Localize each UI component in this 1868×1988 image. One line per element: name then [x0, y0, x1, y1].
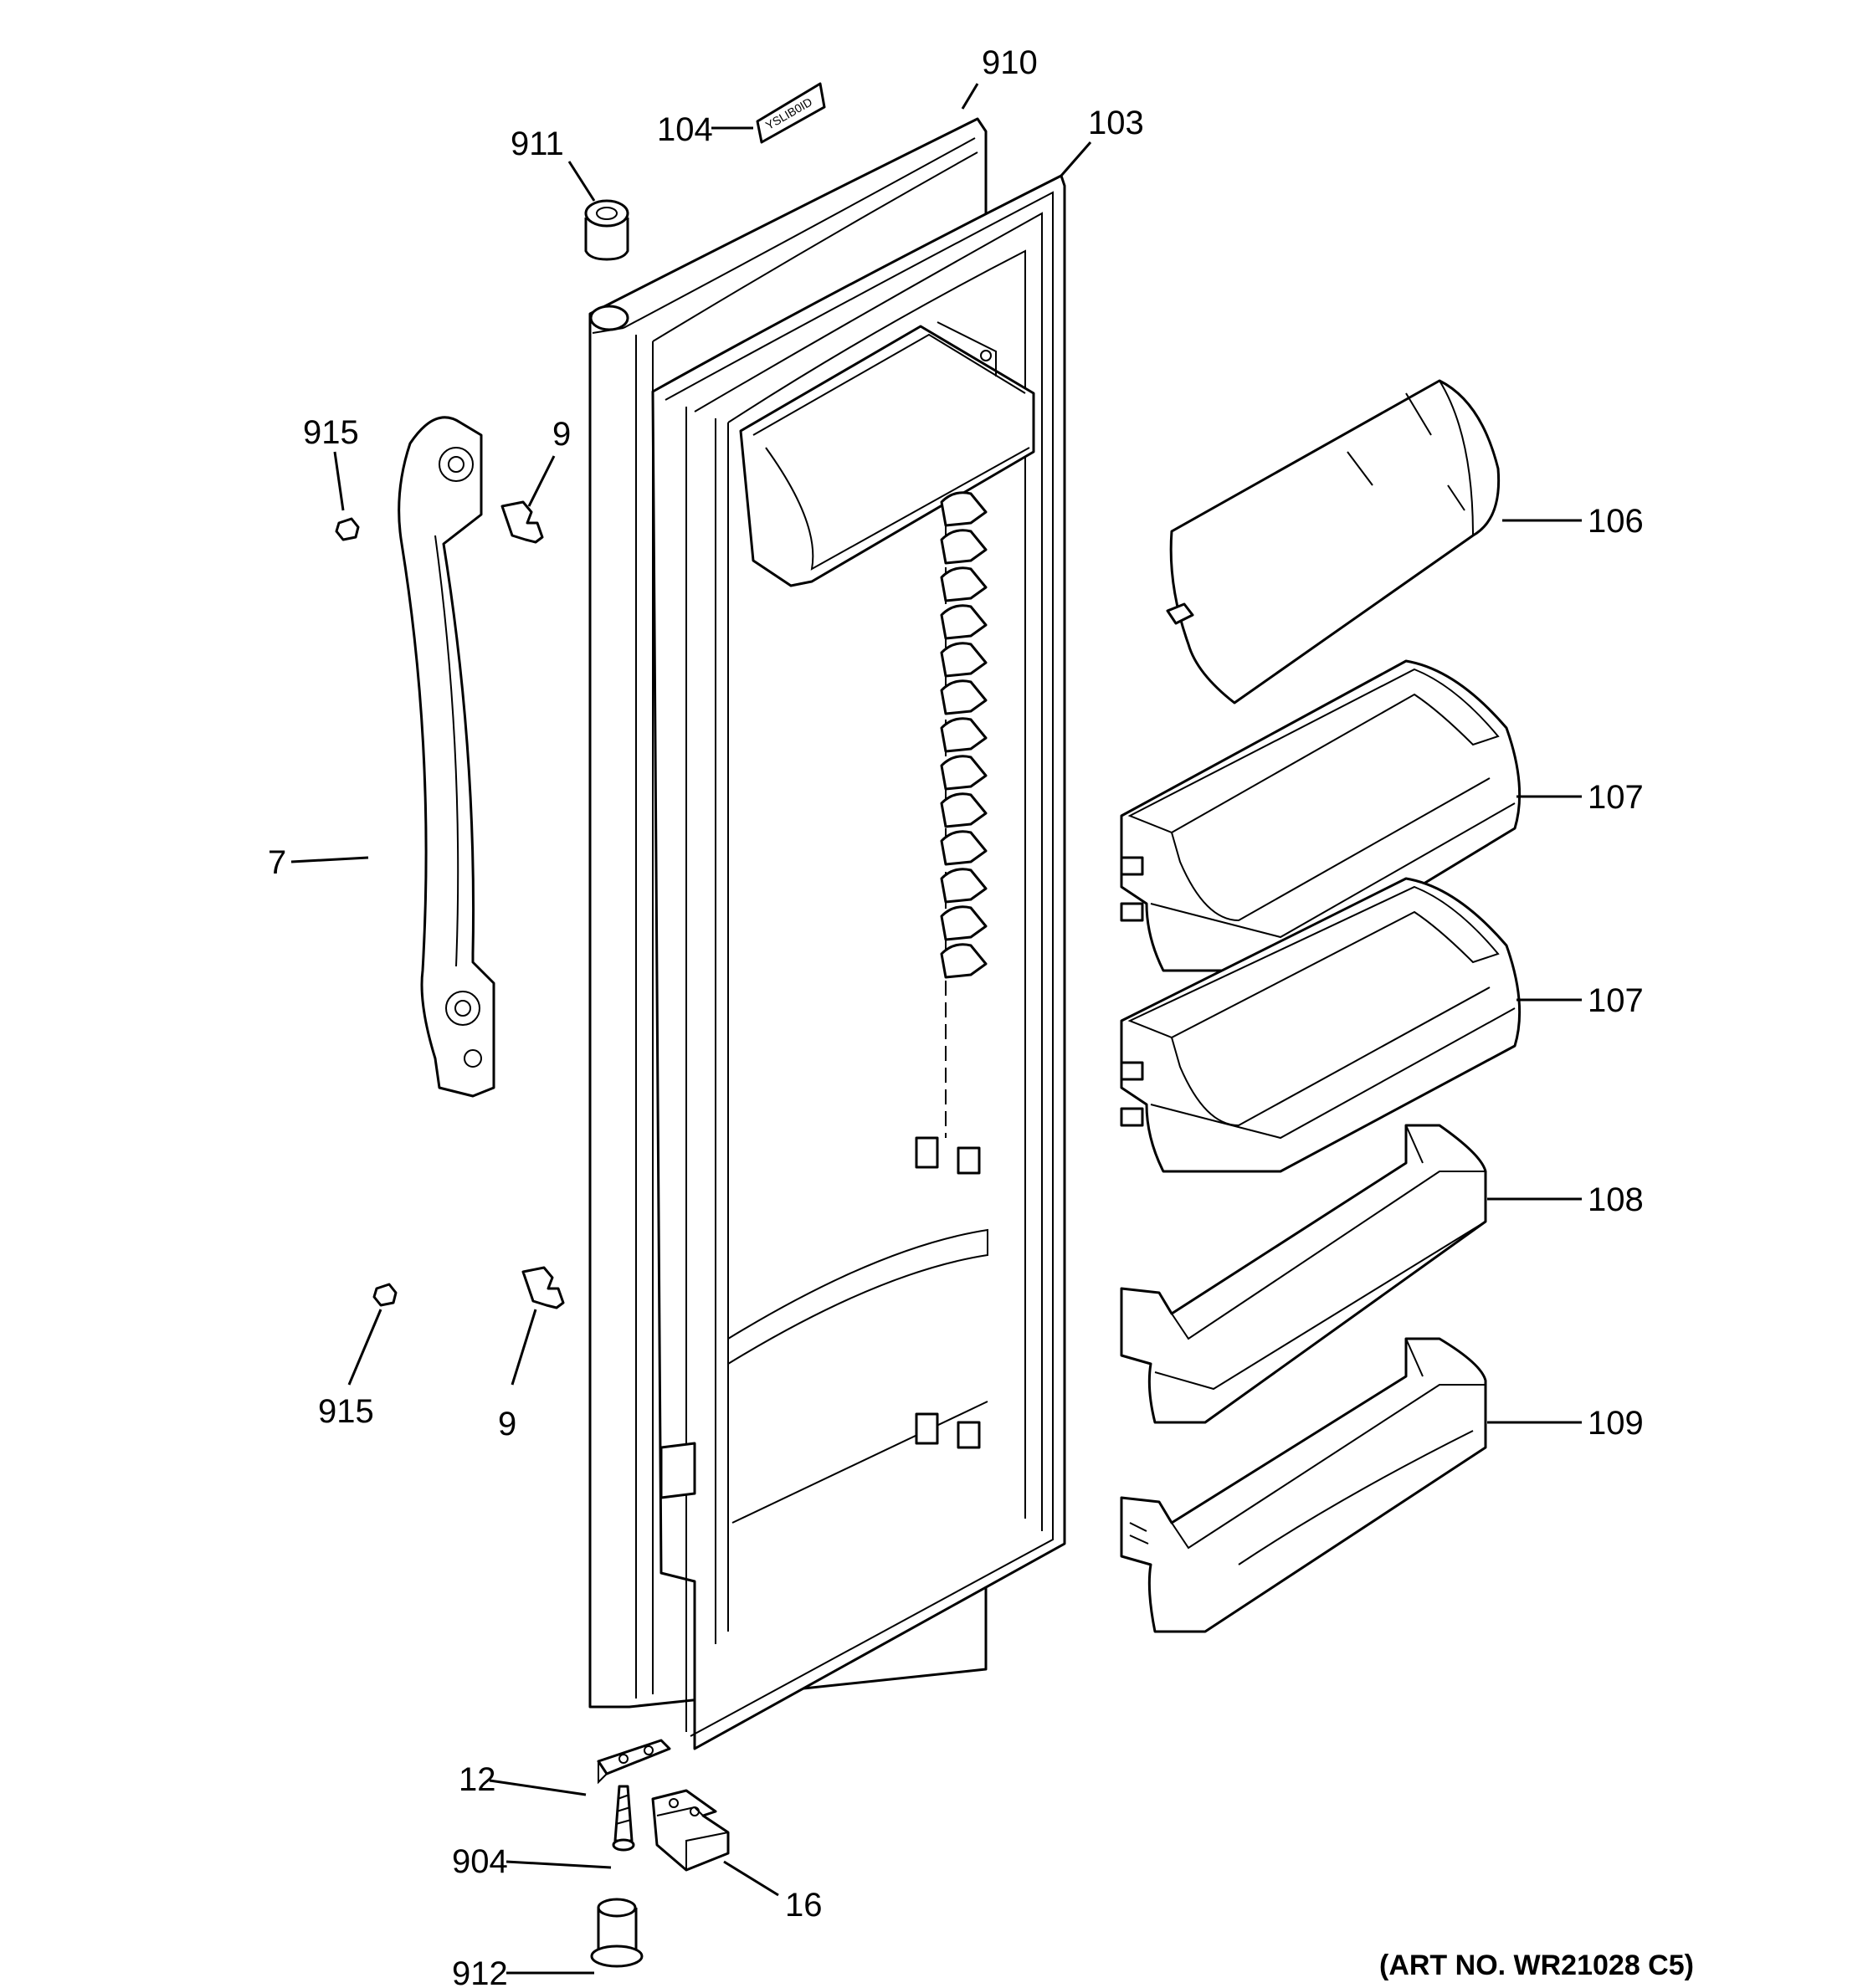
mounting-stud-9-top [500, 500, 544, 544]
callout-915-bottom: 915 [318, 1393, 374, 1430]
callout-106: 106 [1588, 503, 1644, 540]
callout-109: 109 [1588, 1405, 1644, 1442]
callout-9-bottom: 9 [498, 1406, 516, 1442]
set-screw-915-bottom [372, 1283, 398, 1307]
door-bin-108 [1120, 1124, 1487, 1424]
door-bin-107-top [1120, 659, 1522, 972]
callout-912: 912 [452, 1955, 508, 1988]
mounting-stud-9-bottom [521, 1266, 565, 1309]
set-screw-915-top [335, 517, 360, 541]
callout-107-bottom: 107 [1588, 982, 1644, 1019]
callout-107-top: 107 [1588, 779, 1644, 816]
callout-108: 108 [1588, 1181, 1644, 1218]
callout-9-top: 9 [552, 416, 571, 453]
callout-910: 910 [982, 44, 1038, 81]
handle-7 [398, 416, 495, 1098]
door-bin-106 [1166, 379, 1501, 705]
callout-911: 911 [511, 126, 564, 162]
callout-12: 12 [459, 1761, 496, 1798]
art-number: (ART NO. WR21028 C5) [1379, 1950, 1694, 1981]
hinge-cap-911 [584, 199, 629, 261]
nameplate-104: YSLIB0ID [756, 82, 826, 144]
hinge-pin-912 [590, 1898, 644, 1968]
callout-103: 103 [1088, 105, 1144, 141]
screw-904 [612, 1785, 635, 1852]
hinge-plate-12 [597, 1739, 671, 1785]
callout-7: 7 [268, 844, 286, 881]
hinge-bracket-16 [651, 1789, 730, 1872]
callout-16: 16 [785, 1887, 823, 1924]
callout-915-top: 915 [303, 414, 359, 451]
callout-104: 104 [657, 111, 713, 148]
door-bin-109 [1120, 1337, 1487, 1633]
leader-lines [290, 83, 1582, 1975]
inner-door-liner-103 [651, 174, 1066, 1750]
bin-support-column [940, 491, 988, 1138]
callout-904: 904 [452, 1843, 508, 1880]
